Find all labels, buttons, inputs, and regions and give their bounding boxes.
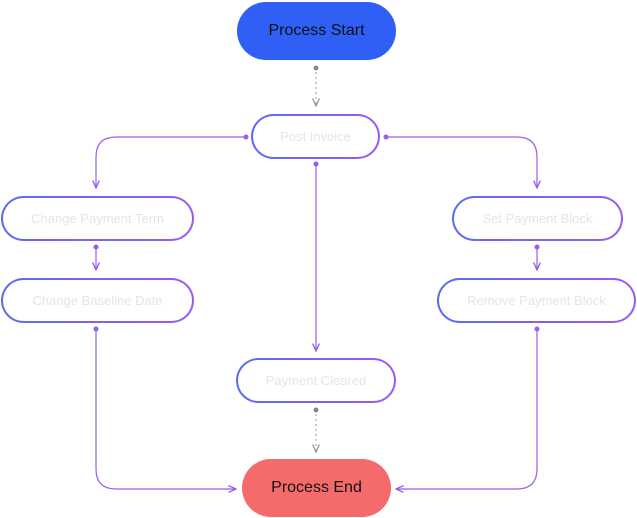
edge-change-payment-term-to-change-baseline-date <box>94 244 99 271</box>
payment-cleared-node[interactable]: Payment Cleared <box>236 358 396 403</box>
process-start-node[interactable]: Process Start <box>237 2 396 60</box>
post-invoice-label: Post Invoice <box>280 129 351 144</box>
change-baseline-date-label: Change Baseline Date <box>32 293 163 308</box>
edge-post-invoice-to-payment-cleared <box>314 161 319 352</box>
remove-payment-block-label: Remove Payment Block <box>467 293 606 308</box>
remove-payment-block-node[interactable]: Remove Payment Block <box>437 278 636 323</box>
edge-change-baseline-date-to-process-end <box>93 326 237 490</box>
edge-set-payment-block-to-remove-payment-block <box>535 244 540 271</box>
process-end-label: Process End <box>271 479 362 496</box>
process-start-label: Process Start <box>268 22 365 39</box>
edge-remove-payment-block-to-process-end <box>396 326 540 490</box>
set-payment-block-node[interactable]: Set Payment Block <box>452 196 623 241</box>
change-baseline-date-node[interactable]: Change Baseline Date <box>1 278 194 323</box>
set-payment-block-label: Set Payment Block <box>482 211 593 226</box>
edge-start-to-post-invoice <box>314 65 319 107</box>
edge-payment-cleared-to-process-end <box>314 407 319 453</box>
post-invoice-node[interactable]: Post Invoice <box>251 114 380 159</box>
edge-post-invoice-to-set-payment-block <box>383 134 538 189</box>
edge-post-invoice-to-change-payment-term <box>96 134 249 189</box>
payment-cleared-label: Payment Cleared <box>265 373 367 388</box>
change-payment-term-label: Change Payment Term <box>31 211 164 226</box>
change-payment-term-node[interactable]: Change Payment Term <box>1 196 194 241</box>
process-end-node[interactable]: Process End <box>242 459 391 517</box>
